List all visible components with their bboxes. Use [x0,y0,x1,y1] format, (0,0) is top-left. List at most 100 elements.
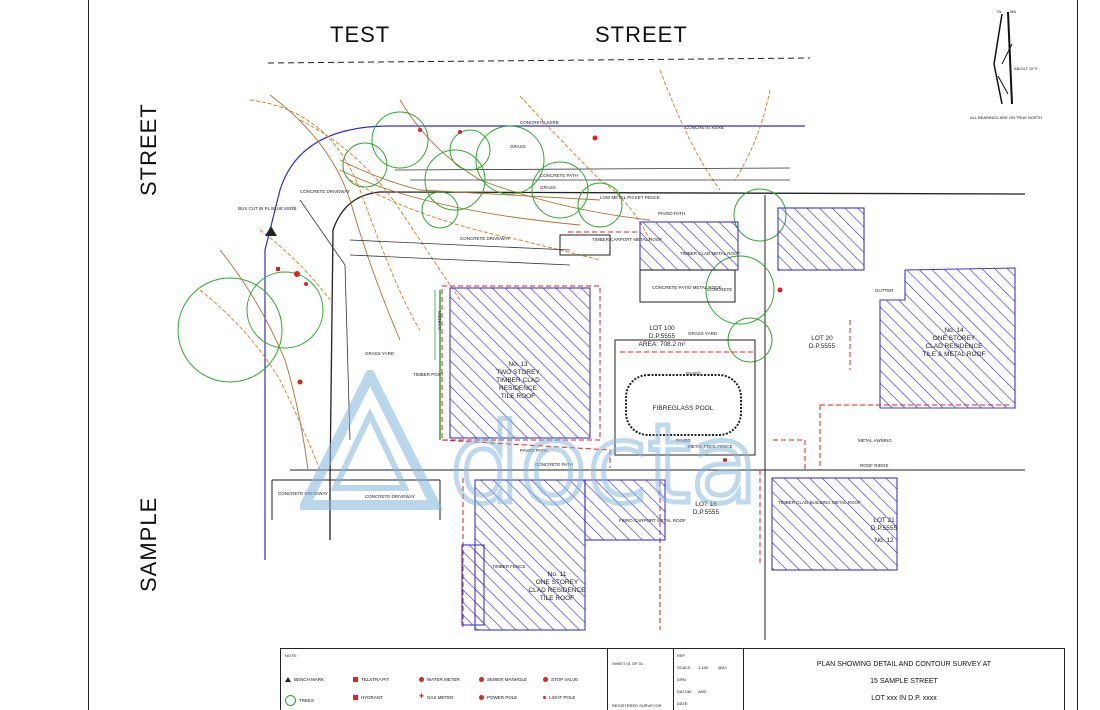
svg-text:No. 12: No. 12 [874,537,894,544]
svg-text:AREA: 708.2 m²: AREA: 708.2 m² [639,341,687,348]
tree-icon [285,695,296,706]
svg-text:ROOF RIDGE: ROOF RIDGE [860,463,889,468]
title-line-2: 15 SAMPLE STREET [870,678,938,685]
bearings-note: ALL BEARINGS ARE ON TRUE NORTH [970,115,1043,120]
svg-text:CLAD RESIDENCE: CLAD RESIDENCE [528,587,586,594]
carport-no13 [639,221,739,271]
sheet-number: SHEET 01 OF 01 [612,661,644,666]
svg-text:METAL AWNING: METAL AWNING [858,438,892,443]
datum-label: DATUM: [677,689,693,694]
stop-valve-icon [543,677,548,682]
bench-mark-icon [265,226,277,236]
legend-bench-mark: BENCH MARK [285,677,324,682]
svg-text:TIMBER CLAD: TIMBER CLAD [496,377,540,384]
svg-text:CONCRETE KERB: CONCRETE KERB [685,125,724,130]
ref-label: REF: [677,653,687,658]
svg-text:No. 13: No. 13 [508,361,528,368]
water-meter-icon [419,677,424,682]
svg-text:METAL POOL FENCE: METAL POOL FENCE [688,444,733,449]
legend-hydrant: HYDRANT [353,695,383,700]
svg-text:FIBREGLASS POOL: FIBREGLASS POOL [653,405,714,412]
legend-telstra-pit: TELSTRA PIT [353,677,389,682]
svg-text:TIMBER CLAD BUILDING METAL ROO: TIMBER CLAD BUILDING METAL ROOF [778,500,861,505]
light-pole-icon [543,696,546,699]
svg-text:No. 14: No. 14 [944,327,964,334]
date-label: DATE: [677,701,689,706]
scale-label: SCALE: [677,665,692,670]
kerb-line [264,125,805,560]
street-name-test: TEST [330,22,391,47]
legend-gas-meter: ✚ GAS METER [419,694,454,700]
svg-text:CONCRETE PATIO METAL ROOF: CONCRETE PATIO METAL ROOF [652,285,722,290]
svg-text:TIMBER POST: TIMBER POST [413,372,444,377]
svg-text:GRASS YARD: GRASS YARD [688,331,718,336]
svg-text:D.P.5555: D.P.5555 [871,525,898,532]
drn-label: DRN: [677,677,687,682]
street-name-street-top: STREET [595,22,688,47]
datum-value: AHD [698,689,707,694]
svg-text:CONCRETE: CONCRETE [707,287,732,292]
legend-stop-valve: STOP VALVE [543,677,578,682]
title-line-1: PLAN SHOWING DETAIL AND CONTOUR SURVEY A… [816,661,992,668]
legend-water-meter: WATER METER [419,677,460,682]
lot21-building [771,477,898,571]
svg-text:No. 11: No. 11 [548,571,567,578]
svg-text:RESIDENCE: RESIDENCE [499,385,538,392]
hatched-buildings [449,207,1016,631]
svg-text:PAVED: PAVED [676,438,691,443]
north-arrow-icon: TN MN ABOUT 10°0' [993,9,1038,105]
svg-text:CONCRETE DRIVEWAY: CONCRETE DRIVEWAY [460,236,510,241]
no11-house [474,479,586,631]
bench-mark-icon [285,677,291,682]
svg-text:CONCRETE DRIVEWAY: CONCRETE DRIVEWAY [300,189,350,194]
telstra-pit-icon [353,677,358,682]
power-pole-icon [479,695,484,700]
svg-text:TIMBER CARPORT METAL ROOF: TIMBER CARPORT METAL ROOF [592,237,662,242]
sewer-manhole-icon [479,677,484,682]
svg-text:LOW METAL PICKET FENCE: LOW METAL PICKET FENCE [600,195,660,200]
svg-text:GRASS YARD: GRASS YARD [365,351,395,356]
svg-text:TILE ROOF: TILE ROOF [501,393,535,400]
hydrant-icon [353,695,358,700]
svg-text:GUTTER: GUTTER [875,288,894,293]
svg-text:CONCRETE DRIVEWAY: CONCRETE DRIVEWAY [278,491,328,496]
svg-text:CONCRETE PATH: CONCRETE PATH [535,462,573,467]
svg-text:ONE STOREY: ONE STOREY [536,579,579,586]
svg-text:ONE STOREY: ONE STOREY [933,335,976,342]
svg-text:GARDEN: GARDEN [437,311,442,330]
title-line-3: LOT xxx IN D.P. xxxx [871,695,937,702]
road-boundary-top [267,57,811,64]
service-symbols [276,128,783,462]
site-plan: CONCRETE KERB CONCRETE KERB CONCRETE PAT… [177,57,1026,640]
svg-text:D.P.5555: D.P.5555 [693,509,720,516]
svg-text:LOT 21: LOT 21 [873,517,895,524]
svg-text:LOT 100: LOT 100 [649,325,675,332]
legend-trees: TREES [285,695,314,706]
svg-text:LOT 16: LOT 16 [695,501,717,508]
scale-value: 1:150 [698,665,709,670]
svg-text:TILE & METAL ROOF: TILE & METAL ROOF [922,351,985,358]
sheet-cell: SHEET 01 OF 01 REGISTERED SURVEYOR [607,649,668,710]
gas-meter-icon: ✚ [419,694,425,700]
svg-text:TIMBER CLAD METAL ROOF: TIMBER CLAD METAL ROOF [680,251,741,256]
svg-text:PAVED: PAVED [686,371,701,376]
about-label: ABOUT 10°0' [1014,66,1038,71]
svg-text:D.P.5555: D.P.5555 [809,343,836,350]
north-arrow: TN MN ABOUT 10°0' ALL BEARINGS ARE ON TR… [968,4,1058,129]
pool [625,374,742,436]
svg-text:GRASS: GRASS [540,185,556,190]
sheet-frame [88,0,1078,710]
pool-area [614,339,756,456]
svg-text:PAVED PATH: PAVED PATH [658,211,685,216]
svg-text:LOT 20: LOT 20 [811,335,833,342]
svg-text:FIBRO CARPORT METAL ROOF: FIBRO CARPORT METAL ROOF [619,518,686,523]
svg-text:BUS CUT IN PL BLUE KERB: BUS CUT IN PL BLUE KERB [238,206,297,211]
lot20-building [777,207,865,271]
legend-light-pole: LIGHT POLE [543,695,575,700]
svg-text:GRASS: GRASS [510,144,526,149]
svg-text:TIMBER FENCE: TIMBER FENCE [492,564,526,569]
no13-house [449,287,591,439]
legend-power-pole: POWER POLE [479,695,517,700]
title-cell: PLAN SHOWING DETAIL AND CONTOUR SURVEY A… [743,649,1064,710]
